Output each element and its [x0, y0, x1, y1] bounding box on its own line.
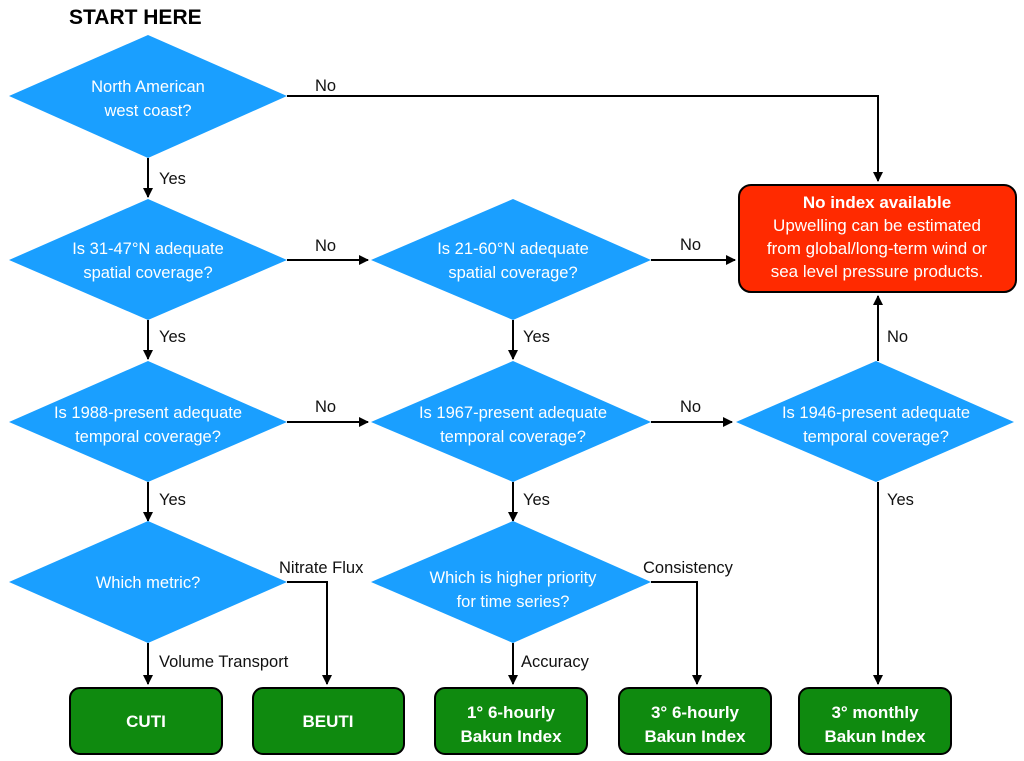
connector-d1-no — [287, 95, 883, 182]
label-d6-no: No — [887, 328, 908, 346]
connector-d8-right — [651, 581, 702, 685]
label-d4-yes: Yes — [159, 491, 186, 509]
decision-d1-line1: North American — [91, 78, 205, 96]
outcome-bakun-3deg-6hourly: 3° 6-hourly Bakun Index — [618, 687, 772, 755]
outcome-bakun-3deg-monthly: 3° monthly Bakun Index — [798, 687, 952, 755]
decision-d4-line1: Is 1988-present adequate — [54, 404, 242, 422]
label-d3-yes: Yes — [523, 328, 550, 346]
outcome-beuti-label: BEUTI — [303, 712, 354, 731]
connectors — [143, 95, 883, 685]
decision-d6-line1: Is 1946-present adequate — [782, 404, 970, 422]
outcome-bakun3-line1: 3° 6-hourly — [651, 703, 740, 722]
outcome-cuti: CUTI — [69, 687, 223, 755]
label-d7-nitrate-flux: Nitrate Flux — [279, 559, 364, 577]
label-d3-no: No — [680, 236, 701, 254]
decision-d8-line2: for time series? — [457, 593, 570, 611]
label-d6-yes: Yes — [887, 491, 914, 509]
no-index-line1: Upwelling can be estimated — [773, 216, 981, 235]
outcome-bakun3-line2: Bakun Index — [644, 727, 746, 746]
outcome-cuti-label: CUTI — [126, 712, 166, 731]
no-index-available-box: No index available Upwelling can be esti… — [738, 184, 1017, 293]
decision-d2-line2: spatial coverage? — [83, 264, 212, 282]
connector-d7-right — [287, 581, 332, 685]
decision-d4-line2: temporal coverage? — [75, 428, 221, 446]
decision-d5-line1: Is 1967-present adequate — [419, 404, 607, 422]
label-d5-yes: Yes — [523, 491, 550, 509]
decision-1946-present-temporal: Is 1946-present adequate temporal covera… — [736, 361, 1014, 482]
no-index-line3: sea level pressure products. — [771, 262, 984, 281]
label-d4-no: No — [315, 398, 336, 416]
decision-d2-line1: Is 31-47°N adequate — [72, 240, 224, 258]
decision-which-metric: Which metric? — [9, 521, 287, 643]
outcome-beuti: BEUTI — [252, 687, 405, 755]
outcome-bakun1-line2: Bakun Index — [460, 727, 562, 746]
decision-d8-line1: Which is higher priority — [430, 569, 598, 587]
label-d2-yes: Yes — [159, 328, 186, 346]
label-d1-yes: Yes — [159, 170, 186, 188]
outcome-bakun3m-line2: Bakun Index — [824, 727, 926, 746]
label-d1-no: No — [315, 77, 336, 95]
decision-d3-line2: spatial coverage? — [448, 264, 577, 282]
decision-d6-line2: temporal coverage? — [803, 428, 949, 446]
outcome-bakun-1deg-6hourly: 1° 6-hourly Bakun Index — [434, 687, 588, 755]
decision-north-american-west-coast: North American west coast? — [9, 35, 287, 158]
no-index-title: No index available — [803, 193, 951, 212]
decision-31-47n-spatial: Is 31-47°N adequate spatial coverage? — [9, 199, 287, 320]
outcome-bakun3m-line1: 3° monthly — [831, 703, 919, 722]
label-d8-consistency: Consistency — [643, 559, 734, 577]
start-here-title: START HERE — [69, 6, 202, 29]
label-d5-no: No — [680, 398, 701, 416]
decision-d7-line1: Which metric? — [96, 574, 201, 592]
decision-21-60n-spatial: Is 21-60°N adequate spatial coverage? — [371, 199, 651, 320]
label-d8-accuracy: Accuracy — [521, 653, 590, 671]
no-index-line2: from global/long-term wind or — [767, 239, 987, 258]
label-d7-volume-transport: Volume Transport — [159, 653, 289, 671]
decision-d3-line1: Is 21-60°N adequate — [437, 240, 589, 258]
outcome-bakun1-line1: 1° 6-hourly — [467, 703, 556, 722]
decision-1988-present-temporal: Is 1988-present adequate temporal covera… — [9, 361, 287, 482]
decision-higher-priority: Which is higher priority for time series… — [371, 521, 651, 643]
decision-1967-present-temporal: Is 1967-present adequate temporal covera… — [371, 361, 651, 482]
decision-d5-line2: temporal coverage? — [440, 428, 586, 446]
decision-d1-line2: west coast? — [103, 102, 191, 120]
label-d2-no: No — [315, 237, 336, 255]
